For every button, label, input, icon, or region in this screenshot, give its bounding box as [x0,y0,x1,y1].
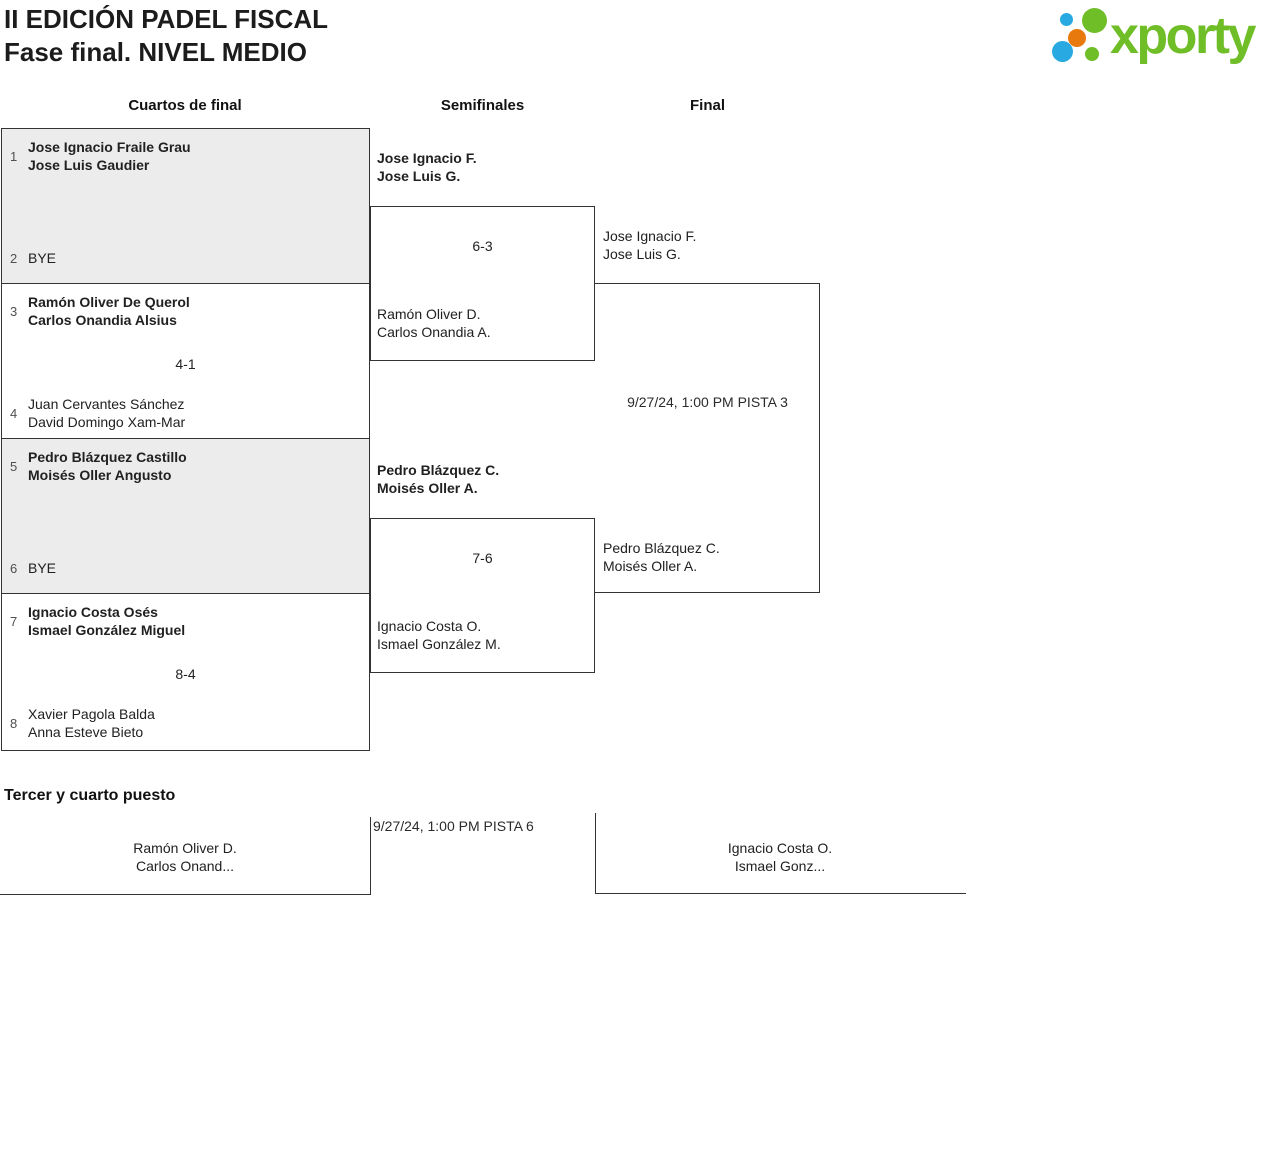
seed-label: 8 [10,715,18,731]
sf1-team-top: Jose Ignacio F. Jose Luis G. [377,149,477,185]
third-place-team-right: Ignacio Costa O. Ismael Gonz... [595,839,965,875]
seed-label: 4 [10,405,18,421]
seed-label: 5 [10,458,18,474]
team-player-2: Ismael González Miguel [28,622,186,638]
logo-dot-icon [1060,13,1073,26]
sf2-team-top: Pedro Blázquez C. Moisés Oller A. [377,461,499,497]
team-player-2: Jose Luis Gaudier [28,157,150,173]
logo-dot-icon [1068,29,1086,47]
team-player-1: Pedro Blázquez C. [603,540,720,556]
team-player-1: Jose Ignacio Fraile Grau [28,139,191,155]
logo-wordmark: xporty [1110,7,1256,65]
sf1-team-bottom: Ramón Oliver D. Carlos Onandia A. [377,305,491,341]
team-player-2: Moisés Oller A. [603,558,698,574]
team-player-1: Xavier Pagola Balda [28,706,155,722]
team-player-1: Ignacio Costa O. [377,618,482,634]
team-player-2: Jose Luis G. [603,246,681,262]
team-player-1: BYE [28,250,57,266]
third-place-heading: Tercer y cuarto puesto [4,787,176,804]
seed-label: 1 [10,148,18,164]
team-player-2: Ismael Gonz... [734,858,826,874]
bracket-line [370,817,371,895]
logo-dot-icon [1052,41,1073,62]
logo-dot-icon [1085,47,1099,61]
team-names: Ignacio Costa Osés Ismael González Migue… [28,601,361,641]
team-player-1: BYE [28,560,57,576]
team-player-1: Jose Ignacio F. [603,228,697,244]
team-player-1: Pedro Blázquez C. [377,462,500,478]
round-header-final: Final [689,97,725,114]
team-player-2: Moisés Oller Angusto [28,467,172,483]
team-player-1: Juan Cervantes Sánchez [28,396,185,412]
team-names: Ramón Oliver De Querol Carlos Onandia Al… [28,291,361,331]
match-score: 4-1 [175,356,196,372]
logo-dot-icon [1082,8,1107,33]
team-player-2: Carlos Onand... [135,858,235,874]
page-title: II EDICIÓN PADEL FISCAL Fase final. NIVE… [4,3,328,69]
team-names: Juan Cervantes Sánchez David Domingo Xam… [28,393,361,433]
team-player-1: Pedro Blázquez Castillo [28,449,187,465]
qf-match-3[interactable]: 5 Pedro Blázquez Castillo Moisés Oller A… [1,438,370,594]
team-player-1: Ignacio Costa Osés [28,604,158,620]
final-match[interactable] [595,283,820,593]
team-names: Jose Ignacio Fraile Grau Jose Luis Gaudi… [28,136,361,176]
sf-match-1[interactable] [370,206,595,361]
team-player-1: Ramón Oliver D. [133,840,237,856]
qf-match-4[interactable]: 7 Ignacio Costa Osés Ismael González Mig… [1,593,370,751]
tournament-title: II EDICIÓN PADEL FISCAL [4,4,329,34]
team-player-2: Ismael González M. [377,636,501,652]
team-names: BYE [28,548,361,588]
sf-match-2[interactable] [370,518,595,673]
sf2-team-bottom: Ignacio Costa O. Ismael González M. [377,617,501,653]
final-schedule: 9/27/24, 1:00 PM PISTA 3 [627,394,788,410]
xporty-logo[interactable]: xporty [1048,4,1278,74]
match-score: 7-6 [472,550,493,566]
final-team-bottom: Pedro Blázquez C. Moisés Oller A. [603,539,720,575]
team-names: Xavier Pagola Balda Anna Esteve Bieto [28,703,361,743]
team-player-2: Carlos Onandia A. [377,324,491,340]
team-player-2: David Domingo Xam-Mar [28,414,186,430]
seed-label: 2 [10,250,18,266]
qf-match-2[interactable]: 3 Ramón Oliver De Querol Carlos Onandia … [1,283,370,439]
seed-label: 7 [10,613,18,629]
tournament-subtitle: Fase final. NIVEL MEDIO [4,37,307,67]
team-player-1: Ignacio Costa O. [727,840,833,856]
team-names: Pedro Blázquez Castillo Moisés Oller Ang… [28,446,361,486]
team-player-2: Anna Esteve Bieto [28,724,144,740]
match-score: 6-3 [472,238,493,254]
bracket-line [595,813,596,894]
third-place-team-left: Ramón Oliver D. Carlos Onand... [0,839,370,875]
seed-label: 6 [10,560,18,576]
team-player-1: Ramón Oliver De Querol [28,294,190,310]
team-player-2: Moisés Oller A. [377,480,478,496]
team-player-2: Jose Luis G. [377,168,461,184]
round-header-quarterfinals: Cuartos de final [128,97,242,114]
team-player-1: Ramón Oliver D. [377,306,481,322]
team-names: BYE [28,238,361,278]
team-player-1: Jose Ignacio F. [377,150,477,166]
team-player-2: Carlos Onandia Alsius [28,312,177,328]
qf-match-1[interactable]: 1 Jose Ignacio Fraile Grau Jose Luis Gau… [1,128,370,284]
third-place-schedule: 9/27/24, 1:00 PM PISTA 6 [373,818,534,834]
bracket-line [595,893,966,894]
bracket-line [0,894,371,895]
match-score: 8-4 [175,666,196,682]
round-header-semifinals: Semifinales [440,97,525,114]
seed-label: 3 [10,303,18,319]
final-team-top: Jose Ignacio F. Jose Luis G. [603,227,696,263]
